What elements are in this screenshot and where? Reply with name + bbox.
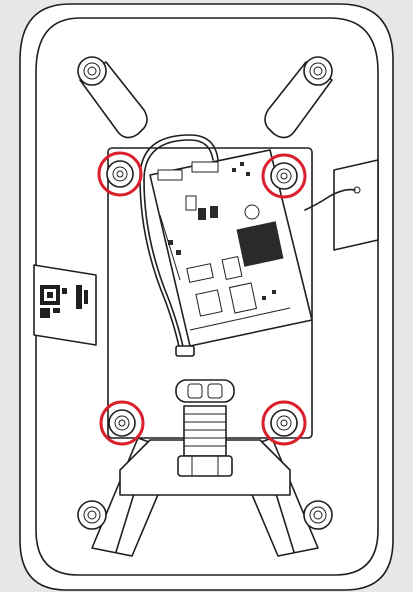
qr-code-icon	[40, 285, 88, 318]
screw-boss-icon	[106, 160, 134, 188]
circuit-board	[139, 134, 313, 357]
highlight-circle-top-left	[97, 151, 143, 197]
right-label	[304, 159, 379, 251]
antenna-icon	[304, 186, 361, 211]
screw-boss-top-left	[106, 160, 134, 188]
highlight-circle-bottom-right	[261, 400, 307, 446]
enclosure-inner-rim	[35, 17, 379, 576]
top-right-post	[264, 56, 333, 139]
cable-gland-icon	[175, 379, 235, 477]
screw-boss-bottom-right	[270, 409, 298, 437]
highlight-circle-top-right	[261, 153, 307, 199]
highlight-circle-bottom-left	[99, 400, 145, 446]
top-left-post	[77, 56, 148, 139]
screw-boss-top-right	[270, 162, 298, 190]
screw-boss-bottom-left	[108, 409, 136, 437]
qr-label	[33, 264, 97, 346]
